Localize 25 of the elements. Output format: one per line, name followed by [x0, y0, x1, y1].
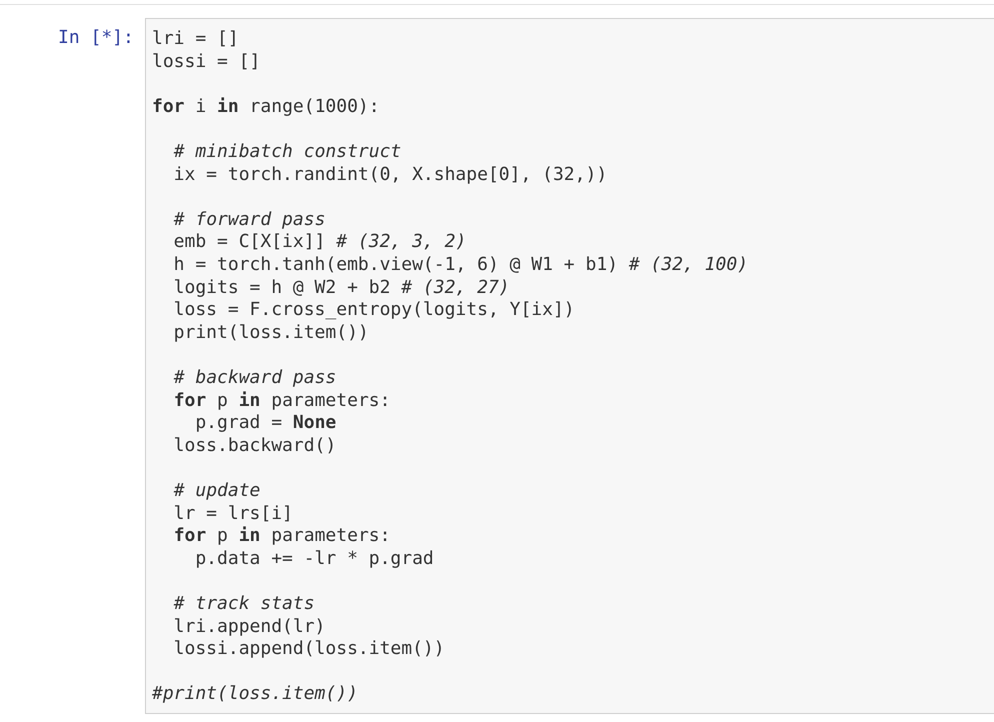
code-line: h = torch.tanh(emb.view(-1, 6) @ W1 + b1) # (32, 100)	[172, 254, 748, 276]
code-line: for p in parameters:	[172, 390, 390, 412]
code-line: lri = []	[152, 28, 239, 50]
code-cell	[145, 18, 994, 714]
code-line: print(loss.item())	[172, 322, 369, 344]
code-line: #print(loss.item())	[152, 683, 358, 706]
code-line: # minibatch construct	[172, 141, 402, 163]
code-line: p.grad = None	[194, 412, 336, 434]
code-line: loss.backward()	[172, 434, 336, 457]
code-line: # backward pass	[172, 367, 336, 389]
code-line: lr = lrs[i]	[172, 502, 293, 525]
code-line: lri.append(lr)	[172, 616, 326, 638]
code-line: ix = torch.randint(0, X.shape[0], (32,))	[172, 164, 608, 186]
code-line: lossi.append(loss.item())	[172, 638, 445, 660]
code-line: # track stats	[172, 593, 315, 615]
cell-prompt: In [*]:	[58, 27, 134, 48]
code-line: for p in parameters:	[172, 525, 390, 548]
code-line: for i in range(1000):	[152, 96, 380, 118]
code-line: lossi = []	[152, 50, 260, 73]
code-line: logits = h @ W2 + b2 # (32, 27)	[172, 276, 510, 299]
code-line: emb = C[X[ix]] # (32, 3, 2)	[172, 231, 466, 254]
code-line: p.data += -lr * p.grad	[194, 548, 434, 570]
code-line: # update	[172, 480, 260, 502]
code-line: loss = F.cross_entropy(logits, Y[ix])	[172, 299, 575, 322]
code-line: # forward pass	[172, 208, 326, 231]
